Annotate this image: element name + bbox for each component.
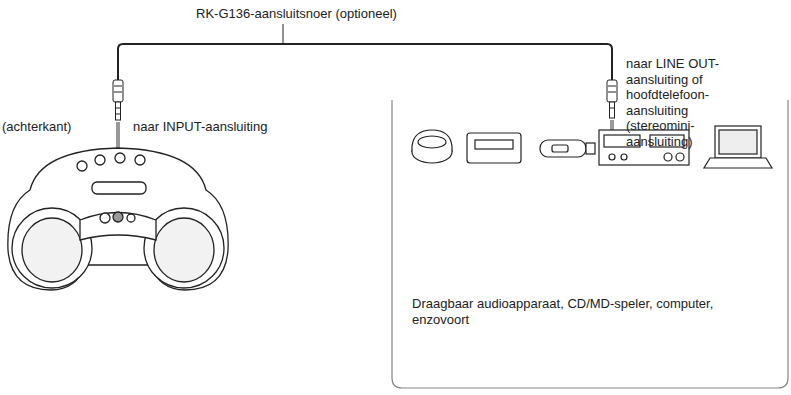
device-text: Draagbaar audioapparaat, CD/MD-speler, c… <box>412 296 772 329</box>
connector-label: naar LINE OUT-aansluiting of hoofdtelefo… <box>626 56 744 150</box>
leader-line <box>283 24 284 44</box>
connector-label: naar INPUT-aansluiting <box>133 119 267 135</box>
cable <box>118 44 612 80</box>
device-icons <box>412 126 772 168</box>
plug-right <box>607 80 617 118</box>
device-box-outline <box>392 100 788 388</box>
speaker-unit <box>8 148 228 290</box>
device-box: Draagbaar audioapparaat, CD/MD-speler, c… <box>392 100 788 388</box>
cable-label: RK-G136-aansluitsnoer (optioneel) <box>196 6 397 22</box>
side-label: (achterkant) <box>2 119 71 135</box>
plug-left <box>113 80 123 120</box>
